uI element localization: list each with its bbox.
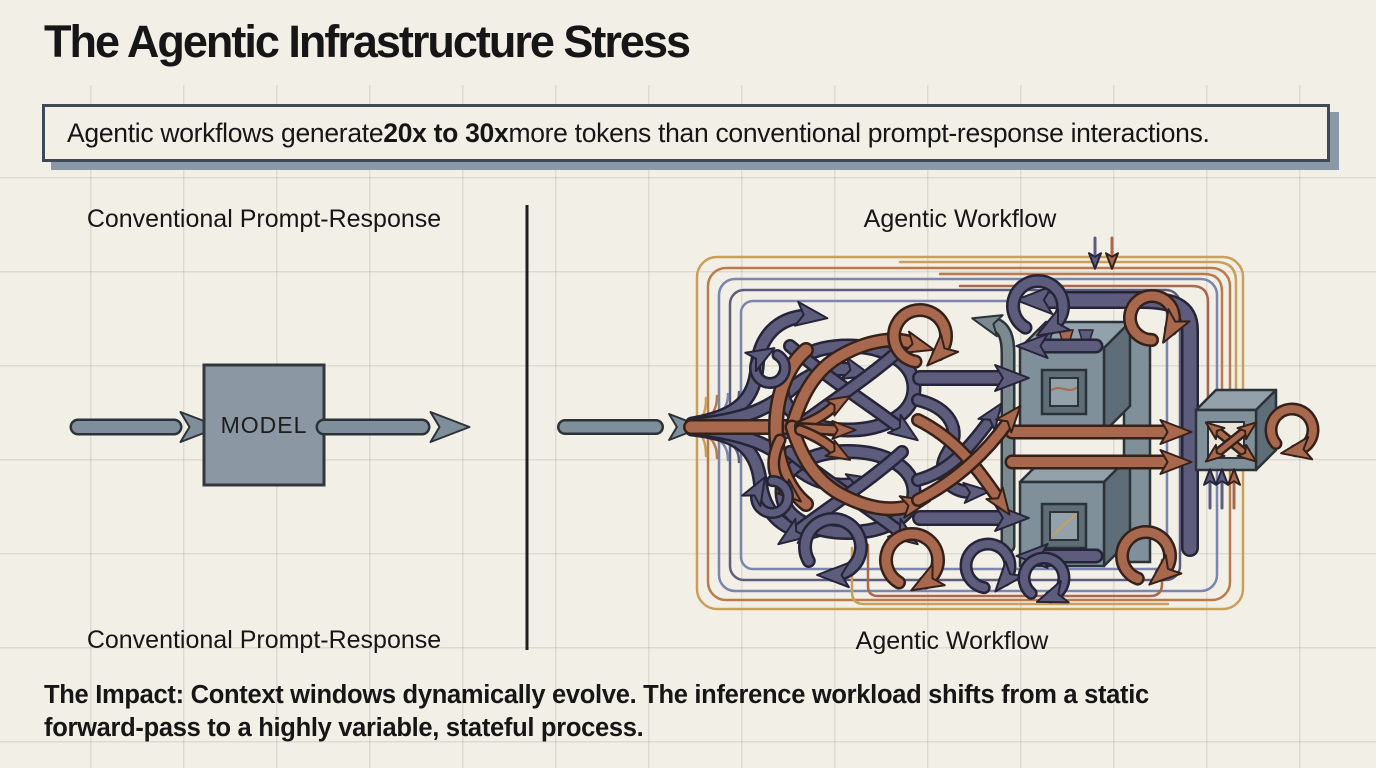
impact-line-1: The Impact: Context windows dynamically … xyxy=(44,681,1149,709)
left-panel-label-bottom: Conventional Prompt-Response xyxy=(86,626,442,654)
banner-text-suffix: more tokens than conventional prompt-res… xyxy=(508,117,1210,148)
output-cube-node xyxy=(1194,388,1320,472)
workflow-small-arrows xyxy=(1088,236,1241,510)
conventional-flow-diagram xyxy=(69,363,471,487)
right-panel-label-bottom: Agentic Workflow xyxy=(855,627,1049,655)
left-panel-label-top: Conventional Prompt-Response xyxy=(86,205,442,233)
impact-line-2: forward-pass to a highly variable, state… xyxy=(44,714,644,742)
impact-caption: The Impact: Context windows dynamically … xyxy=(44,679,1149,745)
banner-text-prefix: Agentic workflows generate xyxy=(67,117,384,148)
key-stat-banner: Agentic workflows generate 20x to 30x mo… xyxy=(42,104,1330,162)
banner-highlight: 20x to 30x xyxy=(383,117,509,148)
right-panel-label-top: Agentic Workflow xyxy=(863,205,1057,233)
model-box-label: MODEL xyxy=(220,411,308,438)
workflow-loop-arrows xyxy=(741,274,1191,604)
page-title: The Agentic Infrastructure Stress xyxy=(44,16,691,67)
